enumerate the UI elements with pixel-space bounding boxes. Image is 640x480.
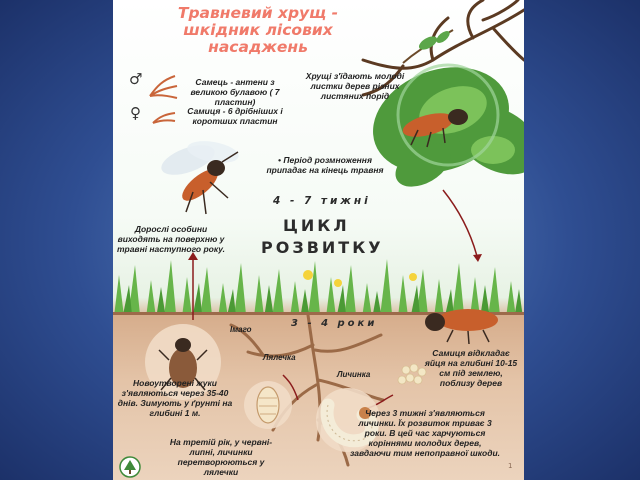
larva-label: Личинка xyxy=(337,370,370,380)
page-number: 1 xyxy=(508,462,512,470)
larvae-development-text: Через 3 тижні з'являються личинки. Їх ро… xyxy=(349,408,501,458)
newborn-beetles-text: Новоутворені жуки з'являються через 35-4… xyxy=(115,378,235,418)
third-year-text: На третій рік, у червні-липні, личинки п… xyxy=(161,437,281,477)
imago-label: Імаго xyxy=(230,325,252,335)
female-beetle-icon xyxy=(425,309,498,344)
years-label: 3 - 4 роки xyxy=(291,318,377,329)
organization-logo-icon xyxy=(119,456,141,478)
eggs-text: Самиця відкладає яйця на глибині 10-15 с… xyxy=(421,348,521,388)
pupa-icon xyxy=(244,381,292,429)
infographic-slide: Травневий хрущ - шкідник лісових насадже… xyxy=(113,0,524,480)
pupa-label: Лялечка xyxy=(263,353,296,363)
